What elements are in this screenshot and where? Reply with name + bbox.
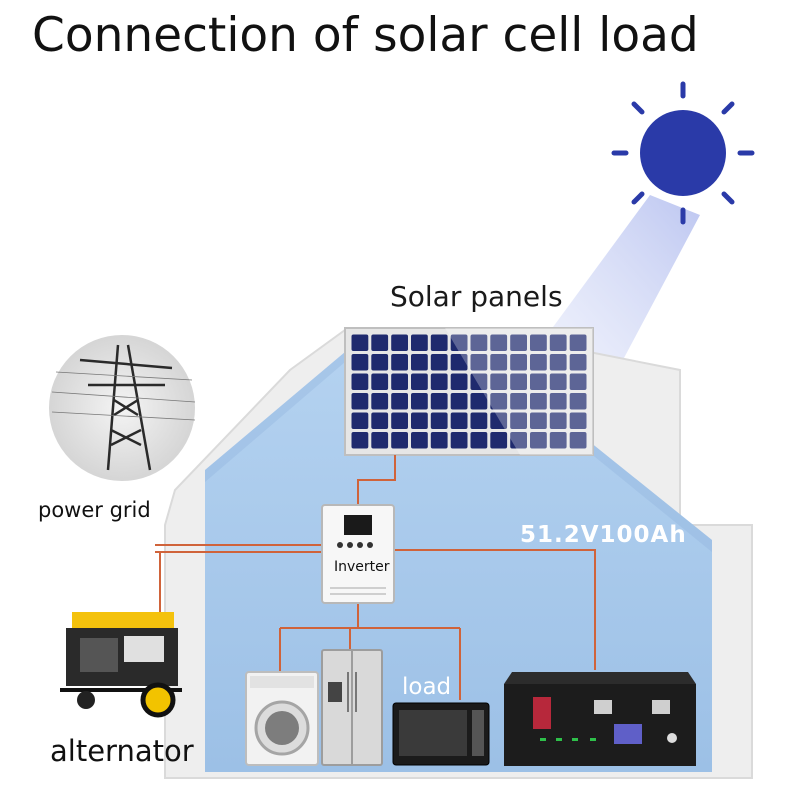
power-tower-icon <box>49 335 196 481</box>
solar-cell <box>371 373 389 390</box>
solar-cell <box>450 334 468 351</box>
solar-cell <box>530 393 547 410</box>
solar-cell <box>351 354 369 371</box>
solar-cell <box>569 334 587 351</box>
solar-cell <box>430 412 448 429</box>
inverter-icon <box>321 504 395 604</box>
solar-cell <box>391 334 408 351</box>
solar-cell <box>510 393 527 410</box>
battery-icon <box>504 672 696 766</box>
solar-cell <box>530 334 547 351</box>
solar-cell <box>549 334 567 351</box>
wiring <box>155 455 596 700</box>
solar-cell <box>411 354 428 371</box>
power-grid-label: power grid <box>38 498 151 522</box>
solar-cell <box>430 432 448 449</box>
solar-cell <box>411 432 428 449</box>
solar-cell <box>490 432 508 449</box>
solar-cell <box>510 354 527 371</box>
solar-cell <box>351 334 369 351</box>
solar-cell <box>470 373 488 390</box>
solar-cell <box>510 373 527 390</box>
battery-spec-label: 51.2V100Ah <box>520 522 687 548</box>
solar-cell <box>391 432 408 449</box>
page-title: Connection of solar cell load <box>32 8 699 63</box>
solar-cell <box>371 393 389 410</box>
solar-cell <box>411 334 428 351</box>
solar-cell <box>490 373 508 390</box>
solar-cell <box>351 412 369 429</box>
solar-cell <box>470 354 488 371</box>
solar-cell <box>549 373 567 390</box>
inverter-label: Inverter <box>334 559 390 575</box>
solar-cell <box>470 412 488 429</box>
solar-cell <box>569 354 587 371</box>
sun-icon <box>611 81 755 225</box>
solar-cell <box>411 373 428 390</box>
solar-cell <box>470 432 488 449</box>
solar-cell <box>470 393 488 410</box>
solar-cell <box>351 432 369 449</box>
solar-cell <box>351 393 369 410</box>
solar-cell <box>530 373 547 390</box>
solar-cell <box>549 432 567 449</box>
solar-cell <box>569 393 587 410</box>
solar-cell <box>530 432 547 449</box>
solar-cell <box>371 412 389 429</box>
washing-machine-icon <box>245 671 319 766</box>
solar-cell <box>430 373 448 390</box>
microwave-icon <box>392 702 490 766</box>
solar-cell <box>510 334 527 351</box>
solar-cell <box>371 432 389 449</box>
load-label: load <box>402 674 452 700</box>
alternator-label: alternator <box>50 734 194 768</box>
solar-cell <box>371 354 389 371</box>
solar-cell <box>371 334 389 351</box>
solar-cell <box>549 412 567 429</box>
solar-cell <box>490 354 508 371</box>
solar-cell <box>351 373 369 390</box>
solar-cell <box>450 354 468 371</box>
solar-panel-icon <box>344 327 594 456</box>
solar-cell <box>391 412 408 429</box>
solar-cell <box>430 354 448 371</box>
solar-cell <box>549 354 567 371</box>
solar-cell <box>510 412 527 429</box>
solar-cell <box>391 373 408 390</box>
solar-cell <box>490 393 508 410</box>
solar-cell <box>450 432 468 449</box>
solar-cell <box>510 432 527 449</box>
solar-cell <box>430 393 448 410</box>
solar-cell <box>569 432 587 449</box>
solar-cell <box>450 373 468 390</box>
solar-cell <box>490 412 508 429</box>
solar-cell <box>569 412 587 429</box>
solar-cell <box>391 393 408 410</box>
solar-cell <box>411 412 428 429</box>
solar-cell <box>430 334 448 351</box>
solar-cell <box>530 354 547 371</box>
solar-cell <box>470 334 488 351</box>
solar-cell <box>569 373 587 390</box>
solar-cell <box>490 334 508 351</box>
generator-icon <box>60 612 182 718</box>
solar-panels-label: Solar panels <box>390 280 563 313</box>
solar-cell <box>391 354 408 371</box>
solar-cell <box>530 412 547 429</box>
refrigerator-icon <box>321 649 383 766</box>
solar-cell <box>450 412 468 429</box>
solar-cell <box>450 393 468 410</box>
solar-cell <box>549 393 567 410</box>
solar-cell <box>411 393 428 410</box>
